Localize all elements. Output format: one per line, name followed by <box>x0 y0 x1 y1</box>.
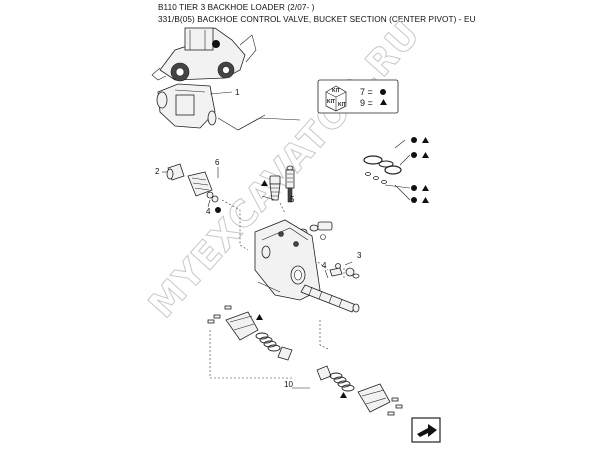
end-cap-left <box>207 305 293 361</box>
filled-triangle-icon <box>380 99 387 105</box>
callout-10: 10 <box>284 380 293 389</box>
svg-text:KIT: KIT <box>338 102 346 108</box>
filled-circle-icon <box>380 89 386 95</box>
fittings-part-3 <box>329 263 360 279</box>
callout-1: 1 <box>235 88 240 97</box>
svg-text:KIT: KIT <box>327 99 335 105</box>
plug-fitting-part-2 <box>166 163 185 181</box>
legend-row-9: 9 = <box>360 98 373 108</box>
svg-text:KIT: KIT <box>332 88 340 94</box>
callout-6: 6 <box>215 158 220 167</box>
callout-4-right: 4 <box>322 261 327 270</box>
callout-3: 3 <box>357 251 362 260</box>
next-page-arrow-icon[interactable] <box>411 417 441 443</box>
kit-markers-right <box>411 137 429 203</box>
seal-rings <box>363 155 402 184</box>
end-cap-right <box>316 365 403 416</box>
kit-legend: KIT KIT KIT 7 = 9 = <box>317 79 399 114</box>
valve-assembly-part-1 <box>156 83 217 129</box>
callout-4-left: 4 <box>206 207 211 216</box>
callout-2: 2 <box>155 167 160 176</box>
backhoe-loader-thumbnail <box>151 27 257 82</box>
legend-row-7: 7 = <box>360 87 373 97</box>
spring-cap-part-6 <box>187 171 219 203</box>
spool <box>300 284 360 313</box>
valve-body-main <box>254 219 321 301</box>
callout-5: 5 <box>290 195 295 204</box>
drawing-subtitle: 331/B(05) BACKHOE CONTROL VALVE, BUCKET … <box>158 15 476 24</box>
relief-valve-part-5 <box>261 165 295 203</box>
drawing-title: B110 TIER 3 BACKHOE LOADER (2/07- ) <box>158 3 315 12</box>
kit-box-icon: KIT KIT KIT <box>325 85 347 112</box>
